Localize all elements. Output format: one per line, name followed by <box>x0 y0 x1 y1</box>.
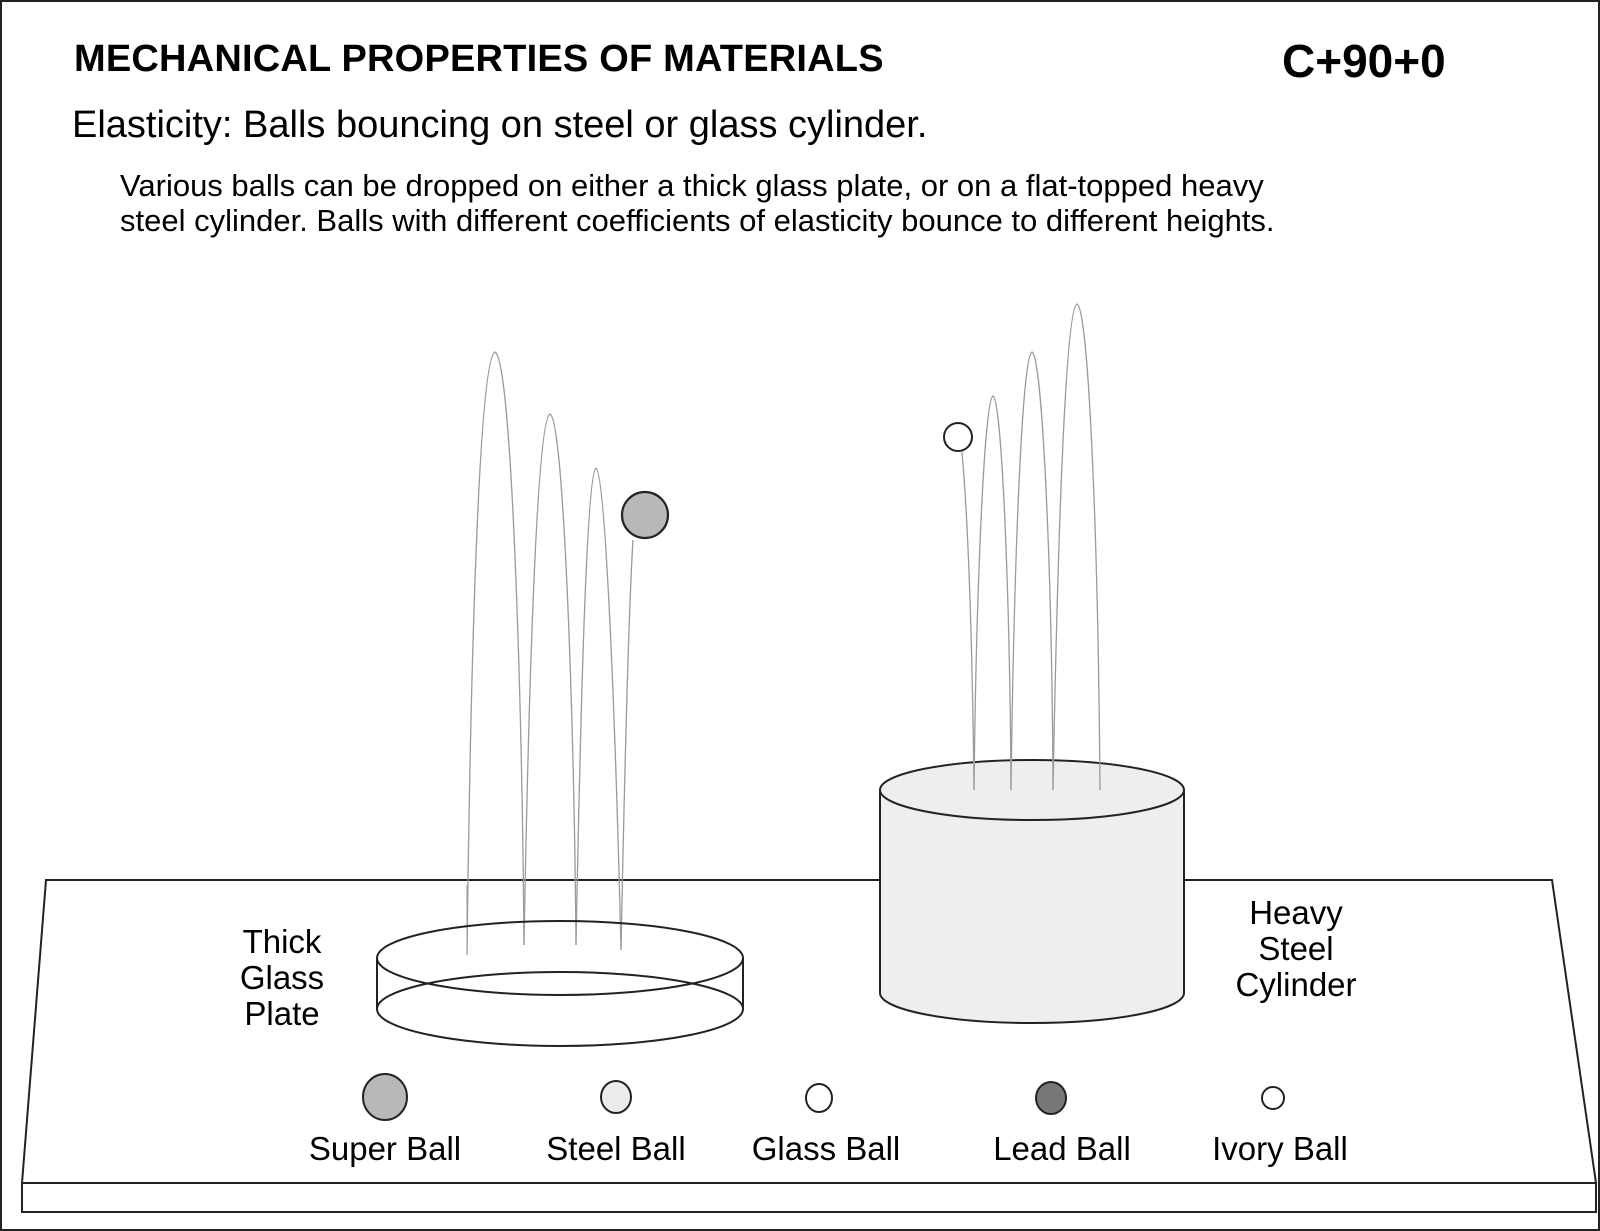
page-title: MECHANICAL PROPERTIES OF MATERIALS <box>74 38 884 80</box>
super-ball-icon <box>362 1073 408 1121</box>
description-line: Various balls can be dropped on either a… <box>120 168 1264 203</box>
label-line: Thick <box>242 923 322 960</box>
lead-ball-icon <box>1035 1081 1067 1115</box>
ivory-ball-icon <box>1261 1086 1285 1110</box>
glass-ball-label: Glass Ball <box>751 1130 901 1167</box>
ball-legend <box>362 1073 1285 1121</box>
label-line: Glass <box>239 959 325 996</box>
description: Various balls can be dropped on either a… <box>120 168 1560 238</box>
glass-ball-icon <box>805 1083 833 1113</box>
table <box>20 879 1598 1213</box>
thick-glass-plate <box>376 920 744 1047</box>
super-ball-label: Super Ball <box>308 1130 462 1167</box>
demo-code: C+90+0 <box>1282 35 1446 87</box>
label-line: Plate <box>244 995 320 1032</box>
super-ball-in-flight <box>620 490 670 540</box>
steel-ball-icon <box>600 1080 632 1114</box>
lead-ball-label: Lead Ball <box>993 1130 1131 1167</box>
steel-cylinder-trajectories <box>961 303 1101 791</box>
label-line: Heavy <box>1249 894 1343 931</box>
heavy-steel-cylinder <box>879 759 1185 1024</box>
glass-plate-label: Thick Glass Plate <box>222 924 342 1032</box>
label-line: Cylinder <box>1235 966 1357 1003</box>
steel-ball-label: Steel Ball <box>546 1130 686 1167</box>
ivory-ball-label: Ivory Ball <box>1212 1130 1348 1167</box>
page-subtitle: Elasticity: Balls bouncing on steel or g… <box>72 104 928 146</box>
steel-cylinder-label: Heavy Steel Cylinder <box>1216 895 1376 1003</box>
description-line: steel cylinder. Balls with different coe… <box>120 203 1275 238</box>
glass-ball-in-flight <box>943 422 973 452</box>
glass-plate-trajectories <box>466 351 634 956</box>
label-line: Steel <box>1258 930 1334 967</box>
